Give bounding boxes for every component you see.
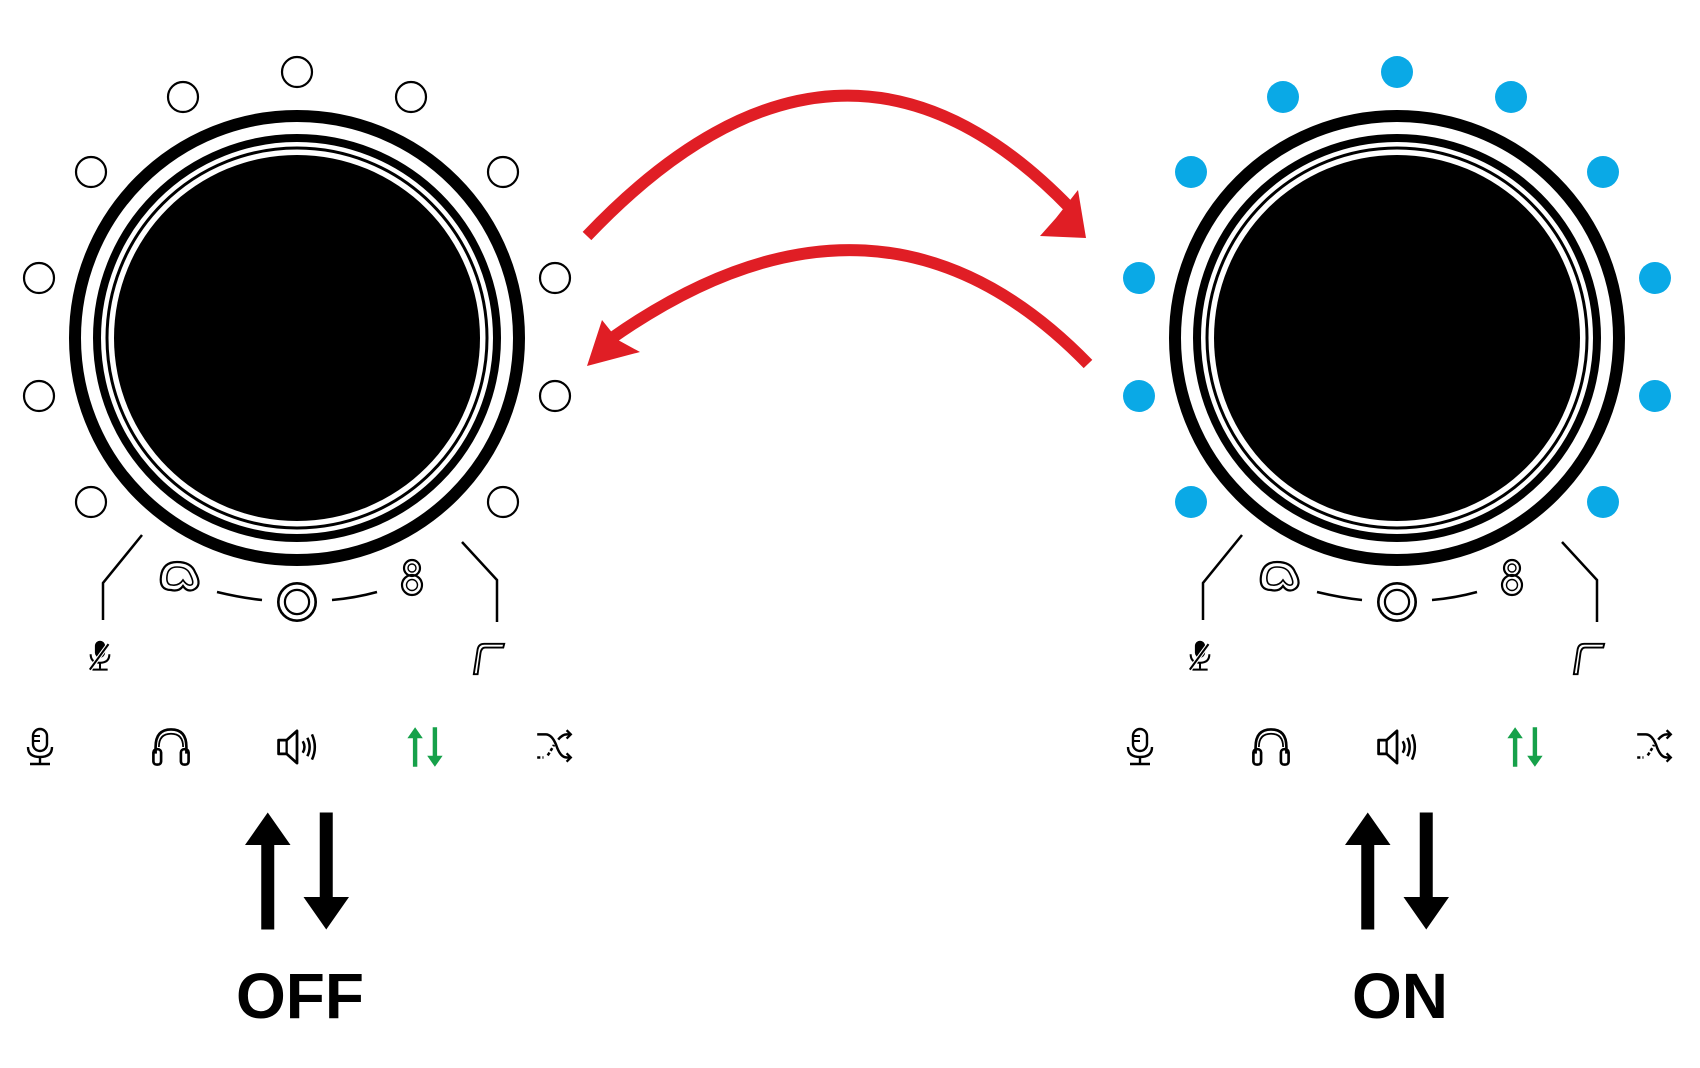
led-indicator xyxy=(22,379,56,413)
speaker-icon[interactable] xyxy=(1377,729,1417,765)
rotary-knob[interactable] xyxy=(1169,110,1625,566)
led-ring xyxy=(22,55,572,519)
led-indicator xyxy=(1495,81,1527,113)
led-indicator xyxy=(1175,486,1207,518)
crossfade-icon[interactable] xyxy=(535,728,573,763)
large-up-down-arrows-icon xyxy=(1345,812,1449,930)
loop-icon[interactable] xyxy=(1259,560,1300,592)
led-indicator xyxy=(1175,156,1207,188)
crossfade-icon[interactable] xyxy=(1635,728,1673,763)
microphone-icon[interactable] xyxy=(1126,727,1154,766)
panel-off: OFF xyxy=(22,55,573,1032)
led-indicator xyxy=(1587,486,1619,518)
led-indicator xyxy=(280,55,314,89)
mode-selector-arc xyxy=(1201,534,1599,622)
loop-icon[interactable] xyxy=(159,560,200,592)
led-indicator xyxy=(22,261,56,295)
led-indicator xyxy=(1267,81,1299,113)
state-label-off: OFF xyxy=(236,960,364,1032)
led-indicator xyxy=(538,261,572,295)
panel-on: ON xyxy=(1123,56,1673,1032)
ring-icon[interactable] xyxy=(1376,581,1418,623)
corner-icon[interactable] xyxy=(1572,642,1606,676)
led-indicator xyxy=(538,379,572,413)
ring-icon[interactable] xyxy=(276,581,318,623)
led-indicator xyxy=(486,155,520,189)
led-indicator xyxy=(486,485,520,519)
mic-mute-icon[interactable] xyxy=(90,641,110,670)
rotary-knob[interactable] xyxy=(69,110,525,566)
led-indicator xyxy=(74,155,108,189)
function-icons xyxy=(26,727,573,767)
corner-icon[interactable] xyxy=(472,642,506,676)
eight-icon[interactable] xyxy=(400,558,424,597)
led-indicator xyxy=(1587,156,1619,188)
transition-arrow-off-to-on xyxy=(582,89,1086,241)
headphones-icon[interactable] xyxy=(1252,728,1290,766)
eight-icon[interactable] xyxy=(1500,558,1524,597)
led-indicator xyxy=(166,80,200,114)
led-indicator xyxy=(394,80,428,114)
led-indicator xyxy=(1123,262,1155,294)
large-up-down-arrows-icon xyxy=(245,812,349,930)
led-indicator xyxy=(1639,380,1671,412)
up-down-arrows-icon[interactable] xyxy=(1507,727,1543,767)
led-indicator xyxy=(1639,262,1671,294)
microphone-icon[interactable] xyxy=(26,727,54,766)
led-indicator xyxy=(1381,56,1413,88)
headphones-icon[interactable] xyxy=(152,728,190,766)
led-indicator xyxy=(1123,380,1155,412)
state-label-on: ON xyxy=(1352,960,1448,1032)
transition-arrow-on-to-off xyxy=(587,244,1093,369)
led-indicator xyxy=(74,485,108,519)
speaker-icon[interactable] xyxy=(277,729,317,765)
function-icons xyxy=(1126,727,1673,767)
led-ring xyxy=(1123,56,1671,518)
up-down-arrows-icon[interactable] xyxy=(407,727,443,767)
mic-mute-icon[interactable] xyxy=(1190,641,1210,670)
mode-selector-arc xyxy=(101,534,499,622)
